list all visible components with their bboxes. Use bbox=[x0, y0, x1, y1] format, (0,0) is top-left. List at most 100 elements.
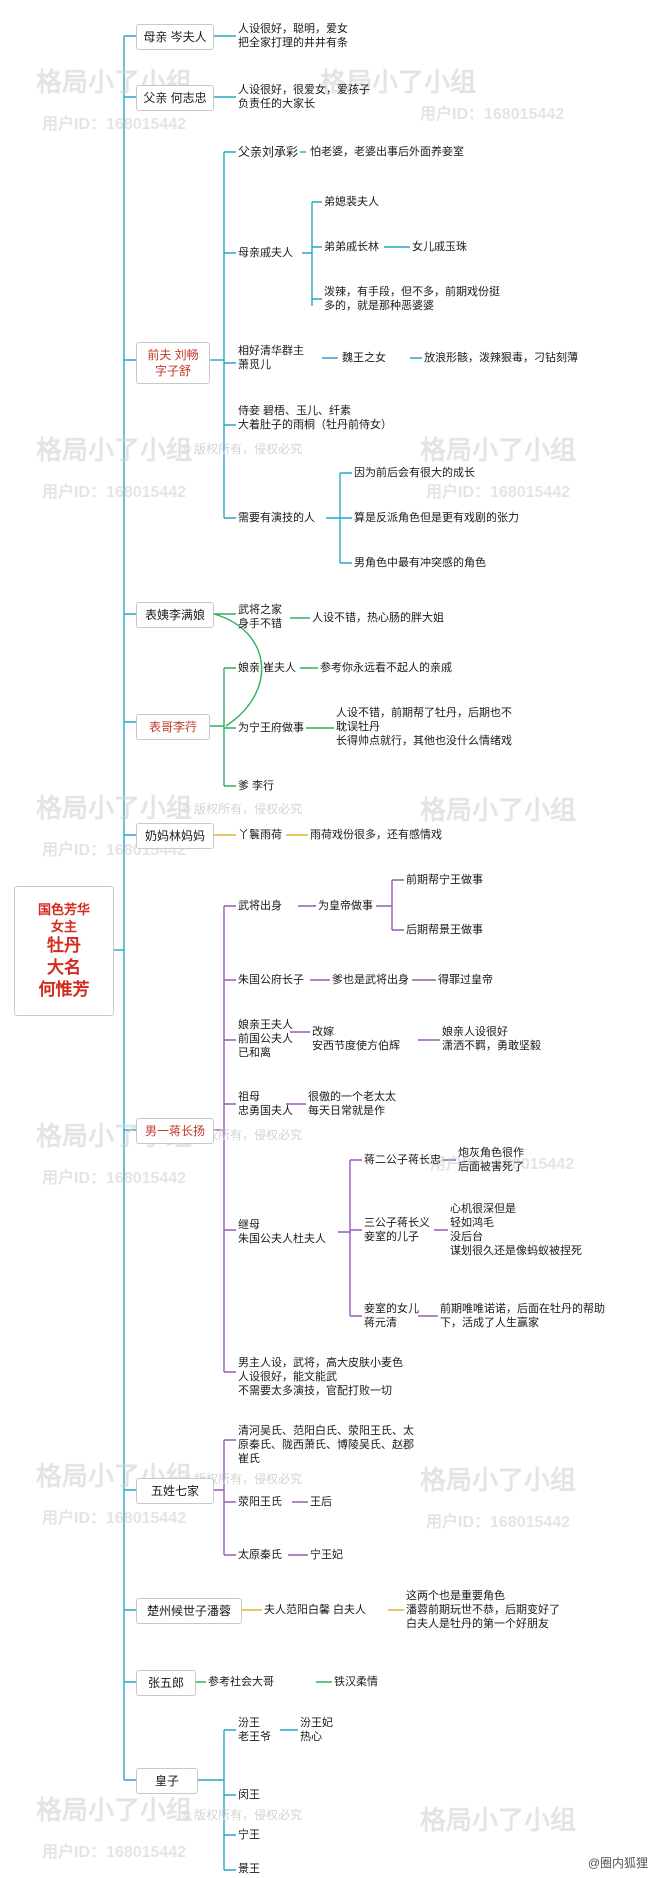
male-lead-mother-desc: 娘亲人设很好 bbox=[442, 1026, 508, 1038]
male-lead-mother: 娘亲王夫人 bbox=[238, 1019, 293, 1031]
prince-jing: 景王 bbox=[238, 1863, 260, 1875]
node-mother[interactable]: 母亲 岑夫人 bbox=[136, 24, 214, 50]
prince-fen: 老王爷 bbox=[238, 1731, 271, 1743]
ex-husband-lover: 萧觅儿 bbox=[238, 359, 271, 371]
node-princes[interactable]: 皇子 bbox=[136, 1768, 198, 1794]
corner-watermark-logo: @圈内狐狸 bbox=[583, 1853, 652, 1872]
father-desc: 人设很好，很爱女，爱孩子 bbox=[238, 84, 370, 96]
watermark: 格局小了小组 bbox=[420, 1805, 577, 1835]
prince-min: 闵王 bbox=[238, 1789, 260, 1801]
watermark: 格局小了小组 bbox=[420, 435, 577, 465]
male-lead-heir-desc: 得罪过皇帝 bbox=[438, 974, 493, 986]
node-ex-husband[interactable]: 前夫 刘畅 字子舒 bbox=[136, 342, 210, 384]
watermark: 用户ID：168015442 bbox=[430, 1156, 575, 1173]
male-lead-stepmother: 继母 bbox=[238, 1219, 260, 1231]
root-name: 牡丹 bbox=[47, 936, 81, 955]
acting-note: 需要有演技的人 bbox=[238, 512, 315, 524]
male-lead-grandmother: 祖母 bbox=[238, 1091, 260, 1103]
son2-desc: 炮灰角色很作 bbox=[458, 1147, 524, 1159]
node-male-lead[interactable]: 男一蒋长扬 bbox=[136, 1118, 214, 1144]
node-five-clans[interactable]: 五姓七家 bbox=[136, 1478, 214, 1504]
maid-desc: 雨荷戏份很多，还有感情戏 bbox=[310, 829, 442, 841]
clan-list: 原秦氏、陇西萧氏、博陵吴氏、赵郡 bbox=[238, 1439, 414, 1451]
prince-fen: 汾王 bbox=[238, 1717, 260, 1729]
watermark: 用户ID：168015442 bbox=[426, 1514, 571, 1531]
watermark: 格局小了小组 bbox=[36, 1795, 193, 1825]
prince-fen-wife: 汾王妃 bbox=[300, 1717, 333, 1729]
chuzhou-desc: 白夫人是牡丹的第一个好朋友 bbox=[406, 1618, 549, 1630]
clan-xingyang: 荥阳王氏 bbox=[238, 1496, 282, 1508]
male-lead-heir-rel: 爹也是武将出身 bbox=[332, 974, 409, 986]
stepmother-son3: 三公子蒋长义 bbox=[364, 1217, 430, 1229]
cousin-work-desc: 人设不错，前期帮了牡丹，后期也不 bbox=[336, 707, 512, 719]
son3-desc: 轻如鸿毛 bbox=[450, 1217, 494, 1229]
aunt-origin: 身手不错 bbox=[238, 618, 282, 630]
root-node-heroine[interactable]: 国色芳华 女主 牡丹 大名 何惟芳 bbox=[14, 886, 114, 1016]
son2-desc: 后面被害死了 bbox=[458, 1161, 524, 1173]
cousin-work-desc: 耽误牡丹 bbox=[336, 721, 380, 733]
prince-fen-wife: 热心 bbox=[300, 1731, 322, 1743]
cousin-mother: 娘亲 崔夫人 bbox=[238, 662, 297, 674]
node-father[interactable]: 父亲 何志忠 bbox=[136, 85, 214, 111]
aunt-desc: 人设不错，热心肠的胖大姐 bbox=[312, 612, 444, 624]
male-lead-summary: 不需要太多演技，官配打败一切 bbox=[238, 1385, 392, 1397]
prince-ning: 宁王 bbox=[238, 1829, 260, 1841]
maid: 丫鬟雨荷 bbox=[238, 829, 282, 841]
chuzhou-desc: 潘蓉前期玩世不恭，后期变好了 bbox=[406, 1604, 560, 1616]
ex-husband-lover: 相好清华群主 bbox=[238, 345, 304, 357]
ex-husband-father-desc: 怕老婆，老婆出事后外面养妾室 bbox=[310, 146, 464, 158]
acting-reason: 男角色中最有冲突感的角色 bbox=[354, 557, 486, 569]
node-aunt[interactable]: 表姨李满娘 bbox=[136, 602, 214, 628]
mother-desc: 把全家打理的井井有条 bbox=[238, 37, 348, 49]
watermark: 格局小了小组 bbox=[420, 1465, 577, 1495]
daughter-desc: 下，活成了人生赢家 bbox=[440, 1317, 539, 1329]
watermark: 格局小了小组 bbox=[36, 793, 193, 823]
grandmother-desc: 每天日常就是作 bbox=[308, 1105, 385, 1117]
grandmother-desc: 很傲的一个老太太 bbox=[308, 1091, 396, 1103]
watermark: 格局小了小组 bbox=[420, 795, 577, 825]
son3-desc: 谋划很久还是像蚂蚁被捏死 bbox=[450, 1245, 582, 1257]
root-formal-name: 何惟芳 bbox=[38, 980, 90, 999]
watermark: 格局小了小组 bbox=[36, 435, 193, 465]
watermark: 用户ID：168015442 bbox=[42, 1510, 187, 1527]
watermark: 用户ID：168015442 bbox=[42, 484, 187, 501]
male-lead-origin-rel: 为皇帝做事 bbox=[318, 900, 373, 912]
chuzhou-wife: 夫人范阳白馨 白夫人 bbox=[264, 1604, 367, 1616]
node-zhang-wulang[interactable]: 张五郎 bbox=[136, 1670, 196, 1696]
ex-husband-mother: 母亲戚夫人 bbox=[238, 247, 293, 259]
male-lead-origin: 武将出身 bbox=[238, 900, 282, 912]
node-cousin[interactable]: 表哥李荇 bbox=[136, 714, 210, 740]
root-title: 国色芳华 bbox=[37, 902, 90, 917]
clan-list: 崔氏 bbox=[238, 1453, 260, 1465]
mother-desc: 人设很好，聪明，爱女 bbox=[238, 23, 348, 35]
mother-brother: 弟弟戚长林 bbox=[324, 241, 379, 253]
male-lead-mother-desc: 潇洒不羁，勇敢坚毅 bbox=[442, 1040, 541, 1052]
mother-trait: 多的，就是那种恶婆婆 bbox=[324, 300, 434, 312]
node-chuzhou-heir[interactable]: 楚州候世子潘蓉 bbox=[136, 1598, 242, 1624]
aunt-origin: 武将之家 bbox=[238, 604, 282, 616]
watermark-copyright: © 版权所有，侵权必究 bbox=[182, 802, 303, 816]
watermark: 用户ID：168015442 bbox=[420, 106, 565, 123]
watermark: 用户ID：168015442 bbox=[42, 116, 187, 133]
watermark-copyright: © 版权所有，侵权必究 bbox=[182, 1808, 303, 1822]
acting-reason: 因为前后会有很大的成长 bbox=[354, 467, 475, 479]
zhang-trait: 铁汉柔情 bbox=[334, 1676, 378, 1688]
male-lead-mother-rel: 改嫁 bbox=[312, 1026, 334, 1038]
cousin-work-desc: 长得帅点就行，其他也没什么情绪戏 bbox=[336, 735, 512, 747]
stepmother-daughter: 妾室的女儿 bbox=[364, 1303, 419, 1315]
mother-sister-in-law: 弟媳裴夫人 bbox=[324, 196, 379, 208]
stepmother-son2: 蒋二公子蒋长忠 bbox=[364, 1154, 441, 1166]
lover-desc: 放浪形骸，泼辣狠毒，刁钻刻薄 bbox=[424, 352, 578, 364]
node-nanny[interactable]: 奶妈林妈妈 bbox=[136, 823, 214, 849]
clan-taiyuan-rel: 宁王妃 bbox=[310, 1549, 343, 1561]
root-formal-label: 大名 bbox=[47, 958, 81, 977]
ex-husband-concubines: 侍妾 碧梧、玉儿、纤素 bbox=[238, 405, 352, 417]
lover-relation: 魏王之女 bbox=[342, 352, 386, 364]
male-lead-summary: 男主人设，武将，高大皮肤小麦色 bbox=[238, 1357, 403, 1369]
male-lead-summary: 人设很好，能文能武 bbox=[238, 1371, 337, 1383]
root-subtitle: 女主 bbox=[50, 919, 77, 934]
clan-list: 清河吴氏、范阳白氏、荥阳王氏、太 bbox=[238, 1425, 414, 1437]
ex-husband-courtesy: 字子舒 bbox=[154, 364, 191, 378]
ex-husband-concubines: 大着肚子的雨桐（牡丹前侍女） bbox=[238, 419, 392, 431]
